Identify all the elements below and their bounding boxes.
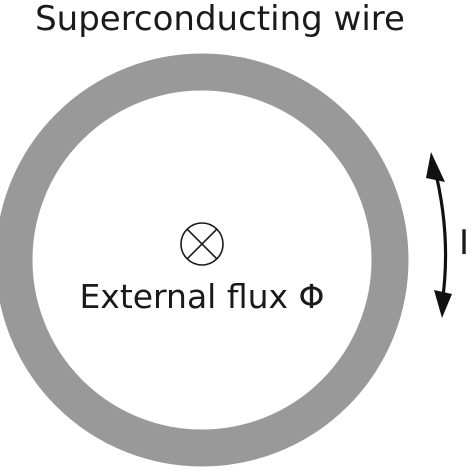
superconducting-ring xyxy=(0,53,409,467)
double-headed-curved-arrow-icon xyxy=(426,152,452,318)
wire-label: Superconducting wire xyxy=(35,0,405,39)
current-label: I xyxy=(459,223,469,263)
circled-cross-icon xyxy=(180,222,224,266)
flux-label: External flux Φ xyxy=(79,277,324,316)
